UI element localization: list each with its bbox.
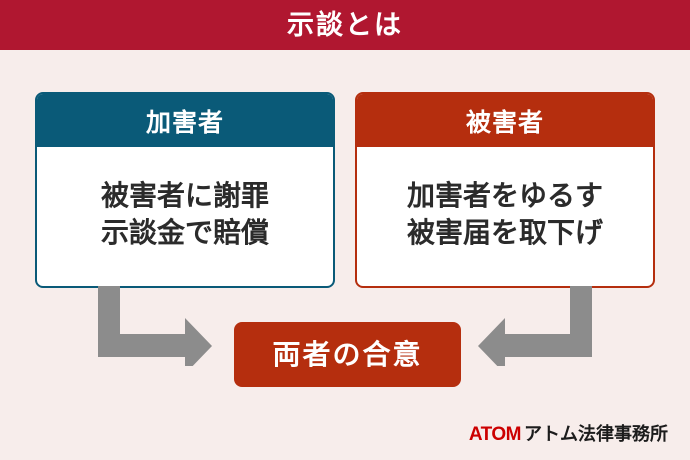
- card-victim-body: 加害者をゆるす 被害届を取下げ: [357, 147, 653, 286]
- card-victim-line-1: 加害者をゆるす: [406, 179, 603, 211]
- agreement-box: 両者の合意: [234, 322, 461, 387]
- card-offender-header: 加害者: [37, 94, 333, 147]
- card-offender-header-label: 加害者: [145, 108, 224, 137]
- card-victim: 被害者 加害者をゆるす 被害届を取下げ: [355, 92, 655, 288]
- title-bar: 示談とは: [0, 0, 690, 50]
- card-victim-header-label: 被害者: [465, 108, 544, 137]
- card-offender-body: 被害者に謝罪 示談金で賠償: [37, 147, 333, 286]
- logo-mark: ATOM: [468, 424, 522, 445]
- card-victim-line-2: 被害届を取下げ: [406, 216, 603, 248]
- card-offender-line-2: 示談金で賠償: [100, 216, 269, 248]
- agreement-label: 両者の合意: [272, 338, 423, 370]
- footer-logo: ATOM アトム法律事務所: [469, 425, 668, 444]
- logo-name: アトム法律事務所: [524, 424, 668, 444]
- card-victim-header: 被害者: [357, 94, 653, 147]
- page-title: 示談とは: [287, 9, 403, 40]
- elbow-arrow-down-left-icon: [478, 286, 592, 366]
- elbow-arrow-down-right-icon: [98, 286, 212, 366]
- card-offender: 加害者 被害者に謝罪 示談金で賠償: [35, 92, 335, 288]
- card-offender-line-1: 被害者に謝罪: [100, 179, 269, 211]
